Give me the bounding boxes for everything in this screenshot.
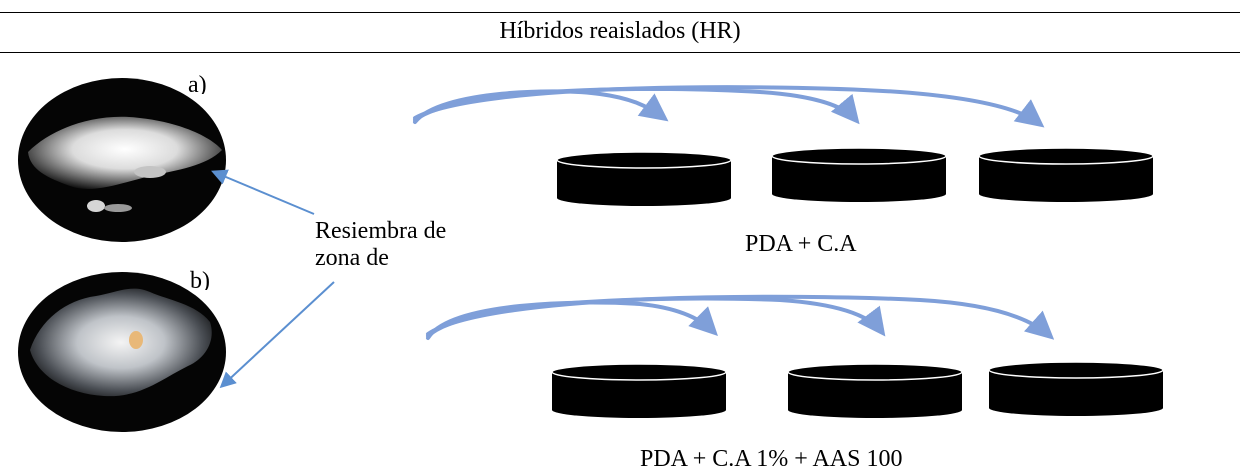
row-2-medium-label: PDA + C.A 1% + AAS 100	[640, 446, 903, 470]
petri-dish-row2-1	[551, 363, 727, 418]
resiembra-arrows	[211, 169, 335, 389]
title-underline	[0, 52, 1240, 53]
petri-dish-row1-1	[556, 151, 732, 206]
table-title: Híbridos reaislados (HR)	[499, 18, 741, 44]
transfer-arrows-row-1	[413, 85, 1045, 128]
petri-dish-row2-3	[988, 361, 1164, 416]
top-rule	[0, 12, 1240, 13]
transfer-arrows-row-2	[426, 294, 1055, 340]
petri-dish-row1-2	[771, 147, 947, 202]
culture-photo-a	[18, 78, 226, 242]
petri-dish-row2-2	[787, 363, 963, 418]
resiembra-label-line-2: zona de	[315, 245, 389, 271]
resiembra-label-line-1: Resiembra de	[315, 218, 447, 244]
panel-b-label: b)	[190, 268, 210, 290]
culture-photo-b	[18, 272, 226, 432]
petri-dish-row1-3	[978, 147, 1154, 202]
row-1-medium-label: PDA + C.A	[745, 231, 857, 255]
panel-a-label: a)	[188, 72, 207, 94]
